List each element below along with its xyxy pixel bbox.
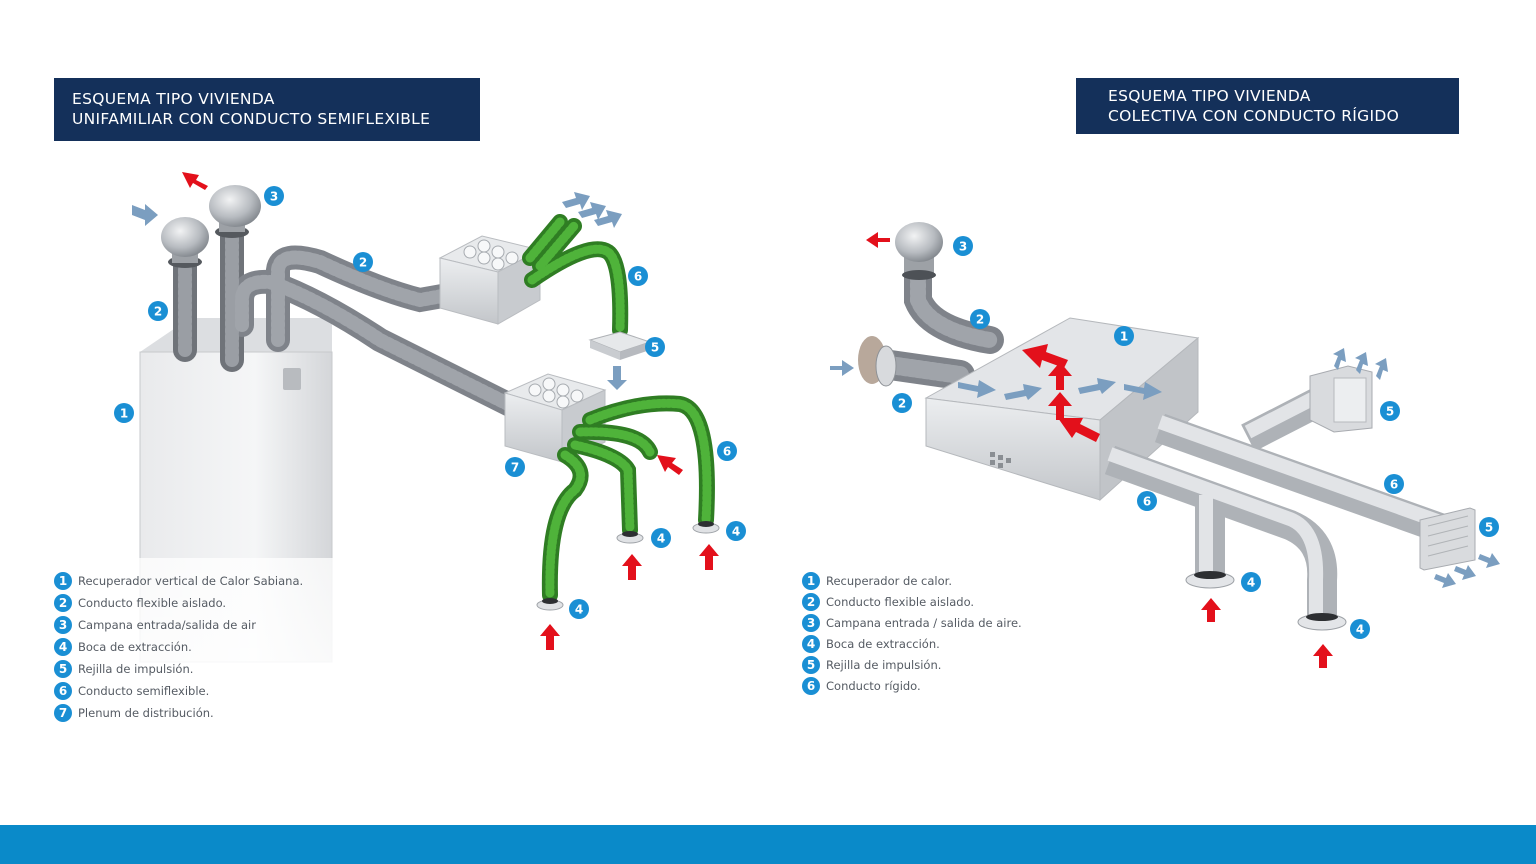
callout-right-6a: 6 (1137, 491, 1157, 511)
upper-distribution-plenum (438, 235, 542, 325)
insulated-flexible-ducts-right (875, 256, 1004, 390)
svg-text:3: 3 (270, 190, 278, 204)
lower-distribution-plenum (503, 373, 607, 463)
svg-text:4: 4 (657, 532, 665, 546)
callout-left-1: 1 (114, 403, 134, 423)
extraction-mouths-right (1185, 571, 1347, 631)
exhaust-arrow-icon (182, 172, 208, 190)
svg-text:4: 4 (1356, 623, 1364, 637)
callout-left-4b: 4 (651, 528, 671, 548)
svg-text:5: 5 (1485, 521, 1493, 535)
svg-text:3: 3 (959, 240, 967, 254)
roof-hood-dome-right (895, 222, 943, 280)
svg-text:2: 2 (154, 305, 162, 319)
airflow-arrows-left (132, 172, 719, 650)
left-title-line1: ESQUEMA TIPO VIVIENDA (72, 90, 275, 108)
svg-text:6: 6 (1143, 495, 1151, 509)
semiflexible-ducts (522, 214, 715, 603)
rigid-ducts (1104, 388, 1446, 615)
callout-left-7: 7 (505, 457, 525, 477)
callout-right-3: 3 (953, 236, 973, 256)
callout-right-6b: 6 (1384, 474, 1404, 494)
svg-text:1: 1 (120, 407, 128, 421)
svg-text:5: 5 (1386, 405, 1394, 419)
svg-text:1: 1 (1120, 330, 1128, 344)
insulated-flexible-ducts (173, 218, 532, 422)
callout-left-2b: 2 (353, 252, 373, 272)
svg-text:2: 2 (898, 397, 906, 411)
roof-hood-domes (161, 185, 261, 268)
right-scheme-title: ESQUEMA TIPO VIVIENDA COLECTIVA CON COND… (1076, 78, 1459, 134)
callout-left-6b: 6 (717, 441, 737, 461)
callout-right-4a: 4 (1241, 572, 1261, 592)
callout-left-5: 5 (645, 337, 665, 357)
wall-air-inlet (858, 336, 897, 387)
callout-left-4c: 4 (726, 521, 746, 541)
control-panel-icon (283, 368, 301, 390)
svg-text:2: 2 (976, 313, 984, 327)
callout-right-5a: 5 (1380, 401, 1400, 421)
left-scheme-title: ESQUEMA TIPO VIVIENDA UNIFAMILIAR CON CO… (54, 78, 480, 141)
supply-grilles-right (1309, 365, 1476, 571)
svg-text:7: 7 (511, 461, 519, 475)
svg-text:4: 4 (1247, 576, 1255, 590)
callout-left-4a: 4 (569, 599, 589, 619)
legend-fade-panel (40, 558, 350, 738)
right-title-line1: ESQUEMA TIPO VIVIENDA (1108, 87, 1311, 105)
callout-left-3: 3 (264, 186, 284, 206)
callout-left-2a: 2 (148, 301, 168, 321)
left-title-line2: UNIFAMILIAR CON CONDUCTO SEMIFLEXIBLE (72, 110, 431, 128)
callout-right-5b: 5 (1479, 517, 1499, 537)
airflow-arrows-right (830, 232, 1500, 668)
svg-text:6: 6 (1390, 478, 1398, 492)
callout-right-4b: 4 (1350, 619, 1370, 639)
svg-text:4: 4 (575, 603, 583, 617)
right-scheme-illustration (830, 222, 1500, 668)
callout-right-2a: 2 (970, 309, 990, 329)
callout-left-6a: 6 (628, 266, 648, 286)
right-title-line2: COLECTIVA CON CONDUCTO RÍGIDO (1108, 107, 1400, 125)
svg-text:5: 5 (651, 341, 659, 355)
supply-grille (588, 331, 652, 360)
extraction-mouths-left (536, 521, 720, 611)
supply-arrow-icon (132, 204, 158, 226)
svg-text:6: 6 (723, 445, 731, 459)
left-scheme-illustration (40, 172, 720, 738)
callout-right-1: 1 (1114, 326, 1134, 346)
svg-text:2: 2 (359, 256, 367, 270)
svg-text:6: 6 (634, 270, 642, 284)
svg-text:4: 4 (732, 525, 740, 539)
footer-bar (0, 825, 1536, 864)
callout-right-2b: 2 (892, 393, 912, 413)
